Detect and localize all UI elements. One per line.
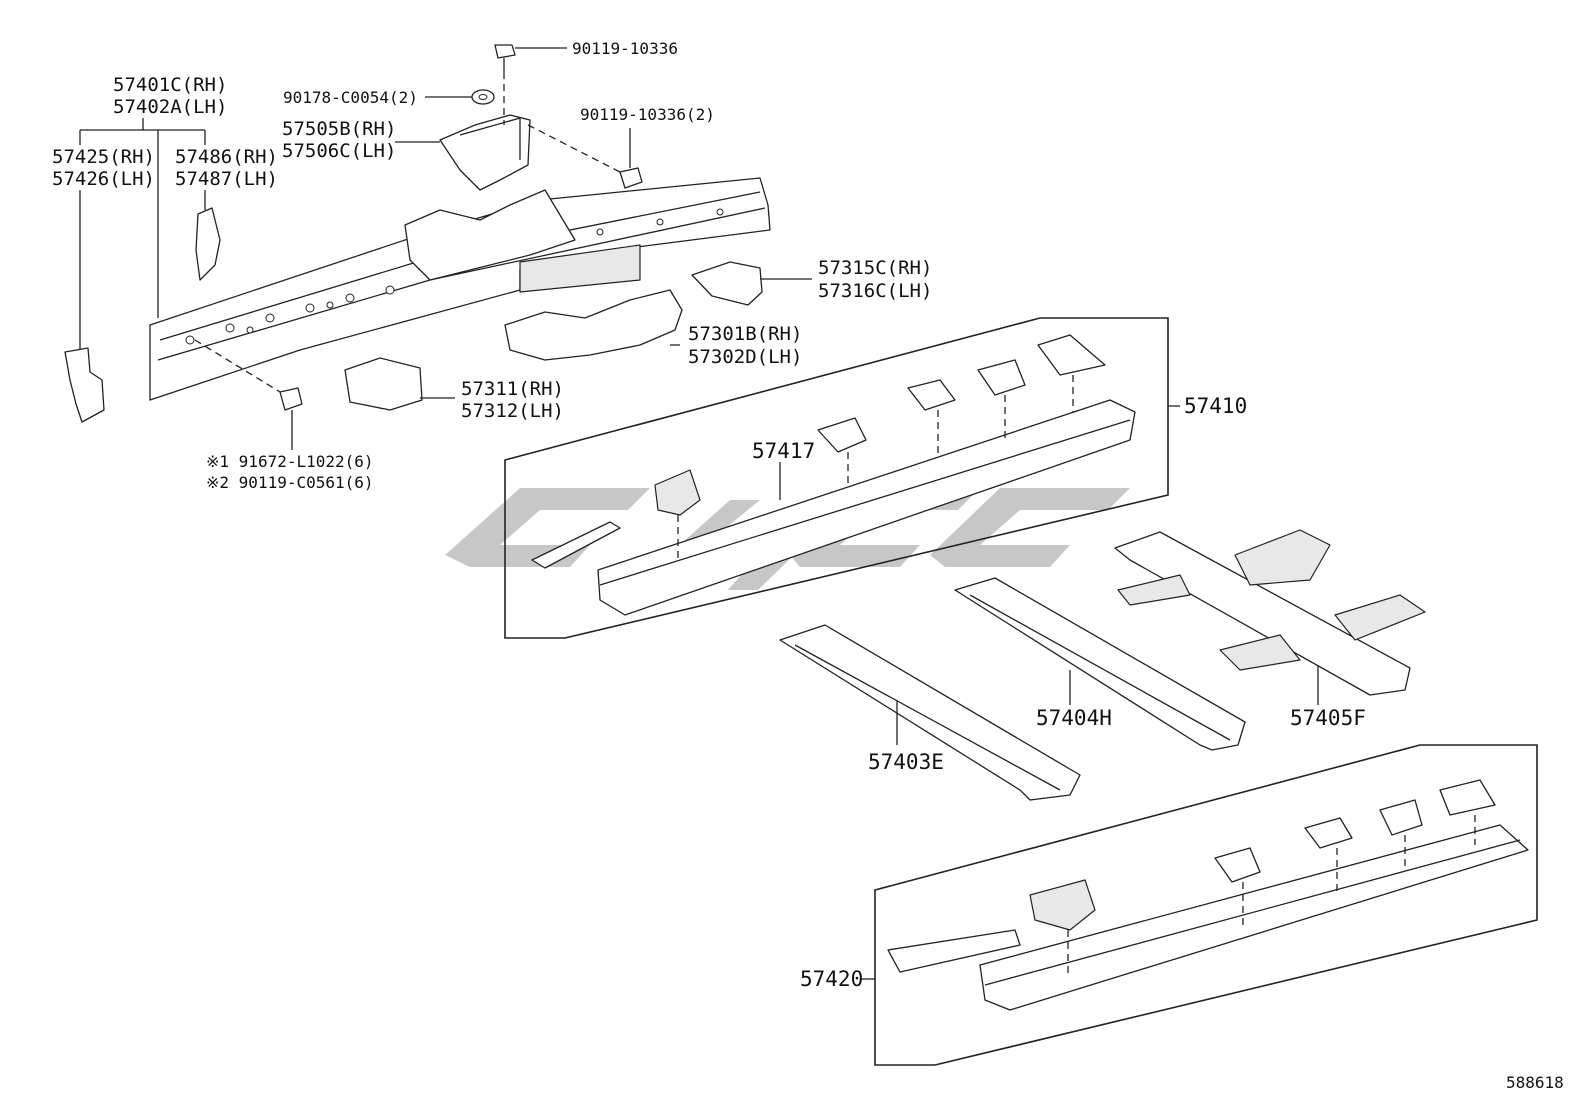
bracket-57301-part: [504, 289, 683, 361]
bolt-91672-icon: [279, 387, 303, 450]
rocker-57420-part: [887, 824, 1529, 1011]
main-side-member-part: [149, 177, 771, 401]
diagram-number: 588618: [1506, 1073, 1564, 1092]
label-57312-lh: 57312(LH): [461, 400, 564, 422]
label-57311-rh: 57311(RH): [461, 378, 564, 400]
nut-90178-icon: [471, 89, 495, 105]
label-57417: 57417: [752, 439, 815, 463]
label-57410: 57410: [1184, 394, 1247, 418]
label-57425-rh: 57425(RH): [52, 146, 155, 168]
bracket-57486-part: [195, 207, 221, 281]
label-90119-C0561: ※2 90119-C0561(6): [206, 473, 374, 492]
label-57401-rh: 57401C(RH): [113, 74, 227, 96]
label-90178-C0054: 90178-C0054(2): [283, 88, 418, 107]
leader-dash-2: [527, 124, 621, 173]
label-57402-lh: 57402A(LH): [113, 96, 227, 118]
label-57302D-lh: 57302D(LH): [688, 346, 802, 368]
label-57403E: 57403E: [868, 750, 944, 774]
bracket-57505-part: [439, 114, 531, 191]
bracket-57425-part: [64, 347, 105, 423]
small-brackets-57420: [1067, 779, 1496, 975]
member-hole-pattern: [185, 208, 724, 345]
member-57403E-part: [779, 624, 1081, 801]
leader-lines: [79, 47, 1319, 745]
small-brackets-57410: [677, 334, 1106, 560]
label-57315C-rh: 57315C(RH): [818, 257, 932, 279]
assembly-57410-frame: [504, 317, 1180, 639]
label-57420: 57420: [800, 967, 863, 991]
label-90119-10336-2: 90119-10336(2): [580, 105, 715, 124]
leader-dash-3: [194, 339, 281, 393]
bolt-90119-top-icon: [494, 44, 516, 72]
member-57404H-part: [954, 577, 1246, 751]
label-57505B-rh: 57505B(RH): [282, 118, 396, 140]
label-57486-rh: 57486(RH): [175, 146, 278, 168]
bolt-90119-right-icon: [619, 167, 643, 189]
member-57405F-part: [1114, 529, 1426, 696]
bracket-57311-part: [344, 357, 423, 411]
bracket-57315-part: [691, 261, 763, 306]
label-91672-L1022: ※1 91672-L1022(6): [206, 452, 374, 471]
label-57426-lh: 57426(LH): [52, 168, 155, 190]
label-57405F: 57405F: [1290, 706, 1366, 730]
label-90119-10336: 90119-10336: [572, 39, 678, 58]
label-57316C-lh: 57316C(LH): [818, 280, 932, 302]
rocker-57417-part: [531, 399, 1136, 616]
label-57506C-lh: 57506C(LH): [282, 140, 396, 162]
assembly-57420-frame: [862, 744, 1538, 1066]
label-57301B-rh: 57301B(RH): [688, 323, 802, 345]
label-57487-lh: 57487(LH): [175, 168, 278, 190]
label-57404H: 57404H: [1036, 706, 1112, 730]
